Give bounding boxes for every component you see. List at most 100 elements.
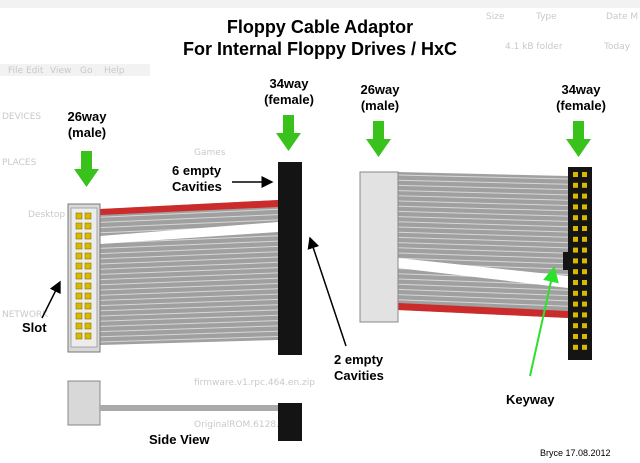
ribbon-wire xyxy=(99,293,279,301)
green-arrow-right-34 xyxy=(566,121,591,157)
connector-pin xyxy=(573,344,578,350)
connector-pin xyxy=(75,232,83,240)
connector-pin xyxy=(84,312,92,320)
author-credit: Bryce 17.08.2012 xyxy=(540,448,611,458)
ribbon-wire xyxy=(99,304,279,312)
left-ribbon-cable xyxy=(99,200,279,345)
connector-pin xyxy=(84,222,92,230)
green-arrow-left-26 xyxy=(74,151,99,187)
connector-pin xyxy=(84,322,92,330)
connector-pin xyxy=(573,226,578,231)
ghost-menubar xyxy=(0,64,150,76)
ghost-menu-edit: Edit xyxy=(26,66,44,76)
connector-pin xyxy=(582,344,587,350)
pointer-slot xyxy=(41,280,61,319)
ribbon-wire xyxy=(99,309,279,317)
right-34way-label: 34way (female) xyxy=(556,82,606,113)
connector-pin xyxy=(75,212,83,220)
connector-pin xyxy=(573,301,578,307)
ribbon-wire xyxy=(99,325,279,333)
connector-pin xyxy=(84,282,92,290)
ribbon-wire xyxy=(397,226,569,233)
ribbon-wire xyxy=(397,205,569,212)
connector-pin xyxy=(84,232,92,240)
connector-pin xyxy=(75,262,83,270)
connector-pin xyxy=(582,312,587,318)
connector-pin xyxy=(573,258,578,264)
connector-pin xyxy=(84,292,92,300)
ribbon-wire xyxy=(99,330,279,338)
ribbon-wire xyxy=(99,288,279,296)
ribbon-wire xyxy=(99,272,279,281)
ribbon-wire xyxy=(397,200,569,206)
ribbon-wire xyxy=(397,242,569,249)
ghost-date-value: Today xyxy=(604,42,631,52)
connector-pin xyxy=(573,247,578,253)
connector-pin xyxy=(75,312,83,320)
connector-pin xyxy=(582,193,587,199)
ghost-games: Games xyxy=(194,148,226,158)
right-26way-label: 26way (male) xyxy=(360,82,400,113)
ribbon-wire xyxy=(397,257,569,265)
ribbon-wire xyxy=(99,240,279,249)
ribbon-wire xyxy=(99,261,279,270)
diagram-subtitle: For Internal Floppy Drives / HxC xyxy=(182,39,458,59)
connector-pin xyxy=(573,182,578,188)
ghost-size-value: 4.1 kB folder xyxy=(505,42,563,52)
connector-pin xyxy=(582,215,587,221)
ribbon-wire xyxy=(397,231,569,238)
left-34way-connector xyxy=(278,162,302,355)
connector-pin xyxy=(573,334,578,339)
pointer-keyway xyxy=(529,266,559,377)
connector-pin xyxy=(84,252,92,260)
ribbon-wire xyxy=(397,190,569,196)
connector-pin xyxy=(582,323,587,329)
ribbon-wire xyxy=(397,252,569,259)
connector-pin xyxy=(573,236,578,242)
ribbon-wire xyxy=(397,216,569,222)
ghost-col-date: Date M xyxy=(606,12,639,22)
ribbon-wire xyxy=(99,251,279,260)
ghost-col-size: Size xyxy=(486,12,505,22)
ribbon-wire xyxy=(397,294,569,302)
connector-pin xyxy=(84,242,92,250)
ghost-titlebar xyxy=(0,0,640,8)
left-34way-label: 34way (female) xyxy=(264,76,314,107)
ghost-col-type: Type xyxy=(536,12,557,22)
connector-pin xyxy=(75,222,83,230)
connector-pin xyxy=(75,252,83,260)
connector-pin xyxy=(582,269,587,275)
connector-pin xyxy=(582,280,587,285)
ghost-file-rom: OriginalROM.6128.zip xyxy=(194,420,292,430)
ghost-network: NETWORK xyxy=(2,310,49,320)
ribbon-wire xyxy=(99,256,279,265)
connector-pin xyxy=(582,301,587,307)
connector-pin xyxy=(75,332,83,340)
connector-pin xyxy=(582,334,587,339)
ribbon-wire xyxy=(397,210,569,217)
connector-pin xyxy=(573,312,578,318)
left-ribbon-red-stripe xyxy=(100,200,278,215)
pointer-two-empty xyxy=(307,236,347,347)
green-arrow-right-26 xyxy=(366,121,391,157)
ribbon-wire xyxy=(397,247,569,254)
green-arrow-left-34 xyxy=(276,115,301,151)
connector-pin xyxy=(582,226,587,231)
connector-pin xyxy=(75,322,83,330)
connector-pin xyxy=(582,247,587,253)
left-ribbon-fold-gap xyxy=(100,222,278,244)
connector-pin xyxy=(84,262,92,270)
right-ribbon-cable xyxy=(397,172,569,318)
keyway-notch xyxy=(563,252,569,270)
connector-pin xyxy=(84,302,92,310)
connector-pin xyxy=(573,193,578,199)
ghost-file-firmware: firmware.v1.rpc.464.en.zip xyxy=(194,378,315,388)
side-view-drawing xyxy=(67,380,302,441)
ribbon-wire xyxy=(397,288,569,297)
connector-pin xyxy=(75,302,83,310)
connector-pin xyxy=(75,282,83,290)
ribbon-wire xyxy=(99,320,279,327)
connector-pin xyxy=(573,215,578,221)
ribbon-wire xyxy=(99,245,279,255)
